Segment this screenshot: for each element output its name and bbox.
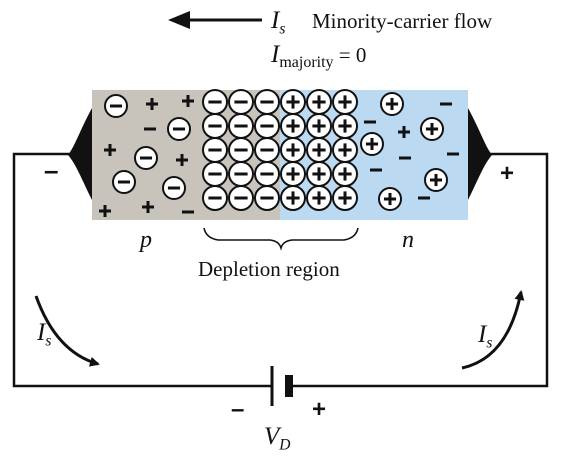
depletion-brace xyxy=(203,227,359,251)
donor-ion xyxy=(378,187,402,211)
positive-ion xyxy=(332,137,358,163)
donor-ion xyxy=(424,168,448,192)
hole xyxy=(182,95,194,107)
left-loop-current-label: Is xyxy=(37,320,51,349)
positive-ion xyxy=(306,113,332,139)
positive-ion xyxy=(280,89,306,115)
acceptor-ion xyxy=(167,117,191,141)
battery-symbol xyxy=(270,366,293,406)
battery-negative-sign: – xyxy=(231,396,245,423)
majority-current-subscript: majority xyxy=(279,53,334,71)
acceptor-ion xyxy=(112,170,136,194)
negative-ion xyxy=(254,89,280,115)
minority-current-subscript: s xyxy=(279,20,286,38)
acceptor-ion xyxy=(134,146,158,170)
majority-current-value: = 0 xyxy=(338,43,367,67)
negative-ion xyxy=(254,185,280,211)
positive-ion xyxy=(332,185,358,211)
negative-ion xyxy=(202,137,228,163)
left-terminal-sign: – xyxy=(44,155,59,185)
right-terminal-sign: + xyxy=(500,160,515,187)
n-region-carriers xyxy=(360,92,459,211)
depletion-region-label: Depletion region xyxy=(198,257,340,281)
battery-voltage-label: VD xyxy=(264,424,290,453)
negative-ion xyxy=(202,161,228,187)
battery-voltage-subscript: D xyxy=(279,436,291,454)
depletion-positive-ions xyxy=(280,89,358,211)
left-loop-current-subscript: s xyxy=(45,332,52,350)
positive-ion xyxy=(332,113,358,139)
positive-ion xyxy=(280,113,306,139)
negative-ion xyxy=(228,185,254,211)
majority-current-symbol: I xyxy=(271,41,280,68)
depletion-negative-ions xyxy=(202,89,280,211)
positive-ion xyxy=(280,161,306,187)
negative-ion xyxy=(228,137,254,163)
positive-ion xyxy=(306,137,332,163)
acceptor-ion xyxy=(162,176,186,200)
positive-ion xyxy=(280,185,306,211)
right-loop-current-symbol: I xyxy=(478,321,487,348)
negative-ion xyxy=(202,113,228,139)
hole xyxy=(146,98,158,110)
right-loop-current-arrow xyxy=(461,290,525,370)
right-contact xyxy=(468,108,492,200)
negative-ion xyxy=(228,89,254,115)
circuit-wire xyxy=(12,152,549,388)
positive-ion xyxy=(332,89,358,115)
negative-ion xyxy=(254,161,280,187)
hole xyxy=(176,154,188,166)
hole xyxy=(398,126,410,138)
positive-ion xyxy=(332,161,358,187)
left-loop-current-arrow xyxy=(34,295,100,367)
negative-ion xyxy=(228,161,254,187)
minority-current-label: Is xyxy=(271,8,285,37)
hole xyxy=(142,201,154,213)
donor-ion xyxy=(380,92,404,116)
negative-ion xyxy=(254,137,280,163)
right-loop-current-label: Is xyxy=(478,322,492,351)
left-contact xyxy=(68,108,92,200)
left-loop-current-symbol: I xyxy=(37,319,46,346)
negative-ion xyxy=(202,89,228,115)
battery-positive-sign: + xyxy=(312,396,327,423)
right-loop-current-subscript: s xyxy=(486,334,493,352)
positive-ion xyxy=(280,137,306,163)
minority-carrier-flow-label: Minority-carrier flow xyxy=(312,9,493,33)
negative-ion xyxy=(254,113,280,139)
negative-ion xyxy=(228,113,254,139)
donor-ion xyxy=(420,117,444,141)
positive-ion xyxy=(306,185,332,211)
acceptor-ion xyxy=(104,94,128,118)
p-region-carriers xyxy=(99,94,194,217)
minority-current-symbol: I xyxy=(271,7,280,34)
minority-flow-arrow xyxy=(168,11,262,29)
hole xyxy=(104,144,116,156)
majority-current-label: Imajority = 0 xyxy=(271,42,366,71)
positive-ion xyxy=(306,89,332,115)
battery-voltage-symbol: V xyxy=(264,423,280,450)
hole xyxy=(99,205,111,217)
p-region-label: p xyxy=(140,227,152,253)
positive-ion xyxy=(306,161,332,187)
donor-ion xyxy=(360,132,384,156)
negative-ion xyxy=(202,185,228,211)
n-region-label: n xyxy=(402,227,414,253)
